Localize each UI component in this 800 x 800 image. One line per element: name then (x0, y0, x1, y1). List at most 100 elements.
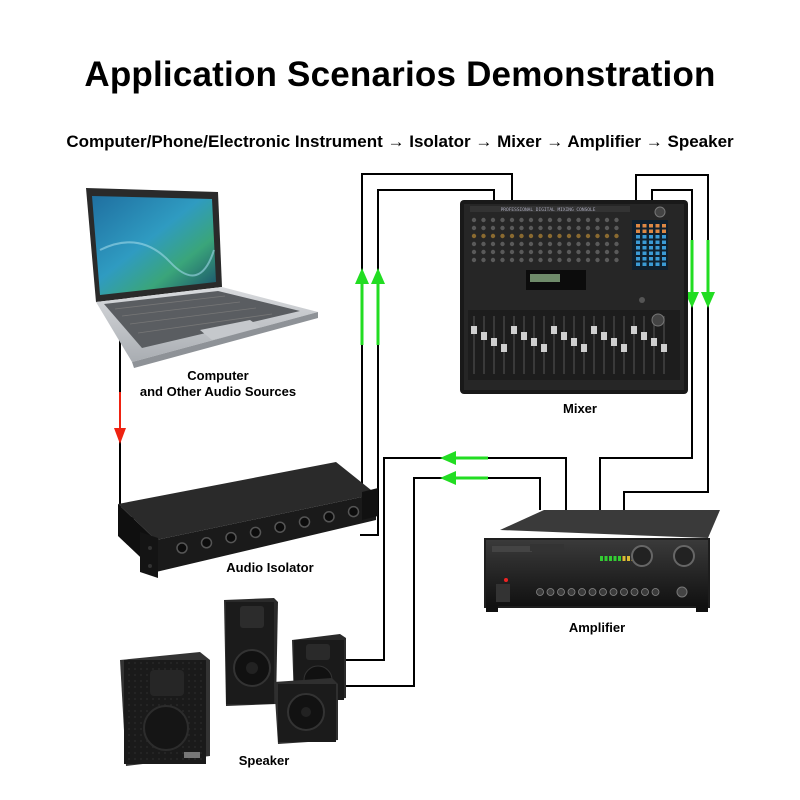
mixer-knob (481, 217, 486, 223)
page-title: Application Scenarios Demonstration (84, 55, 716, 94)
amplifier-led (622, 556, 626, 561)
mixer-fader-cap (641, 332, 647, 340)
amplifier-led (613, 556, 617, 561)
amplifier-knob (641, 588, 649, 596)
mixer-fader-cap (551, 326, 557, 334)
isolator-jack (249, 526, 262, 539)
mixer-knob (490, 241, 496, 247)
mixer-meter-led (636, 262, 640, 266)
mixer-knob (519, 241, 524, 247)
mixer-meter-led (662, 224, 666, 228)
mixer-meter-led (636, 224, 640, 228)
mixer-knob (585, 225, 591, 231)
flow-arrow: → (387, 132, 405, 151)
isolator-jack (298, 516, 311, 528)
mixer-knob (576, 217, 581, 223)
speakers-group (120, 598, 346, 766)
signal-arrows (355, 240, 715, 485)
speaker-label: Speaker (238, 753, 290, 768)
flow-item-mixer: Mixer (497, 132, 542, 151)
mixer-knob (547, 233, 553, 239)
mixer-knob (585, 257, 591, 263)
mixer-knob (595, 233, 600, 239)
mixer-knob (481, 249, 486, 255)
isolator-jack (347, 505, 360, 518)
flow-item-isolator: Isolator (409, 132, 471, 151)
mixer-knob (557, 233, 562, 239)
mixer-knob (509, 225, 515, 231)
mixer-knob (509, 217, 515, 223)
mixer-knob (557, 225, 562, 231)
mixer-knob (547, 225, 553, 231)
green-up-arrow-2 (371, 268, 385, 345)
mixer-knob (595, 249, 600, 255)
amplifier-led (618, 556, 621, 561)
mixer-meter-led (642, 224, 647, 228)
mixer-knob (595, 241, 600, 247)
mixer-knob (585, 233, 591, 239)
signal-flow-line: Computer/Phone/Electronic Instrument → I… (0, 132, 800, 152)
mixer-fader-cap (631, 326, 637, 334)
cables (119, 173, 709, 687)
mixer-fader-cap (541, 344, 547, 352)
mixer-meter-led (642, 262, 647, 266)
mixer-knob (500, 257, 505, 263)
amplifier-label: Amplifier (568, 620, 626, 635)
mixer-knob (595, 257, 600, 263)
mixer-knob (547, 249, 553, 255)
amplifier-knob (599, 588, 607, 596)
isolator-jack (274, 521, 286, 533)
cable-mixer-to-amplifier-2 (599, 189, 693, 510)
mixer-knob (481, 233, 486, 239)
amplifier-led (600, 556, 603, 561)
mixer-knob (528, 241, 534, 247)
isolator-jack (225, 531, 237, 544)
amplifier-knob (609, 588, 618, 596)
mixer-knob (500, 217, 505, 223)
mixer-fader-cap (511, 326, 517, 334)
mixer-meter-led (636, 257, 640, 261)
mixer-device: PROFESSIONAL DIGITAL MIXING CONSOLE (460, 200, 688, 394)
mixer-knob (566, 233, 572, 239)
mixer-meter-led (662, 246, 666, 250)
cable-mixer-to-amplifier-1 (623, 174, 709, 510)
mixer-knob (566, 225, 572, 231)
mixer-meter-led (649, 246, 653, 250)
flow-arrow: → (645, 132, 663, 151)
mixer-knob (490, 225, 496, 231)
mixer-knob (604, 233, 610, 239)
mixer-meters (636, 224, 666, 266)
isolator-jacks (176, 505, 360, 554)
green-up-arrow-1 (355, 268, 369, 345)
mixer-knob (471, 249, 477, 255)
mixer-panel-text: PROFESSIONAL DIGITAL MIXING CONSOLE (501, 207, 596, 213)
mixer-meter-led (655, 262, 660, 266)
mixer-knob (576, 241, 581, 247)
mixer-knob (547, 257, 553, 263)
cable-amplifier-to-speaker-2 (336, 477, 541, 687)
mixer-fader-cap (561, 332, 567, 340)
mixer-knob (471, 233, 477, 239)
mixer-meter-led (642, 240, 647, 244)
mixer-knob (604, 257, 610, 263)
mixer-fader-cap (471, 326, 477, 334)
amplifier-knob (557, 588, 565, 596)
mixer-knob (509, 241, 515, 247)
mixer-meter-led (642, 251, 647, 255)
mixer-meter-led (662, 240, 666, 244)
mixer-meter-led (655, 251, 660, 255)
amplifier-device (484, 510, 720, 612)
mixer-knob (614, 233, 619, 239)
mixer-knob (500, 233, 505, 239)
green-down-arrow-1 (685, 240, 699, 308)
amplifier-knob (630, 588, 639, 596)
mixer-knob (614, 249, 619, 255)
mixer-knob (490, 233, 496, 239)
mixer-knob (576, 225, 581, 231)
mixer-fader-cap (621, 344, 627, 352)
mixer-meter-led (649, 257, 653, 261)
mixer-knob (538, 241, 543, 247)
mixer-knob (500, 241, 505, 247)
mixer-meter-led (636, 251, 640, 255)
mixer-meter-led (642, 246, 647, 250)
